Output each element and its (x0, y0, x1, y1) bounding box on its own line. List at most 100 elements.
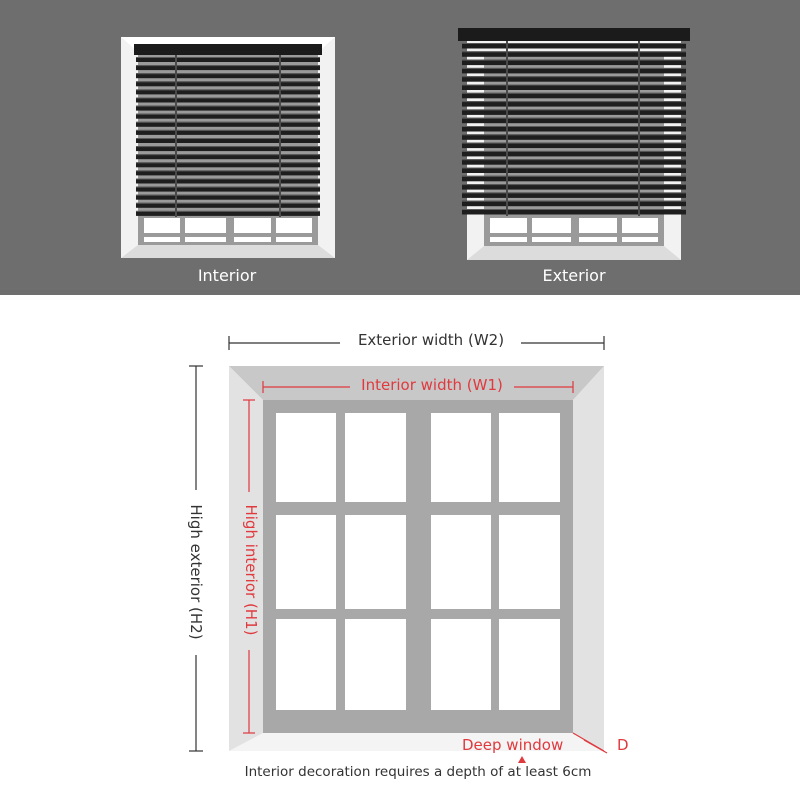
blind-slat-highlight (462, 184, 686, 186)
blind-slat-highlight (136, 146, 320, 148)
blind-slat-highlight (462, 159, 686, 161)
high-interior-label: High interior (H1) (242, 504, 260, 636)
blind-slat (136, 162, 320, 168)
blind-slat-highlight (136, 186, 320, 188)
blind-slat-highlight (462, 76, 686, 78)
high-exterior-dimension (189, 365, 203, 752)
blind-slat (136, 113, 320, 119)
interior-width-dimension (262, 381, 574, 393)
exterior-width-label: Exterior width (W2) (357, 331, 505, 349)
interior-blind-slats (136, 57, 320, 216)
blind-slat-highlight (462, 109, 686, 111)
blind-slat (136, 65, 320, 71)
deep-window-label: Deep window (462, 736, 564, 754)
blind-slat (136, 154, 320, 160)
blind-slat-highlight (136, 73, 320, 75)
blind-slat-highlight (462, 167, 686, 169)
blind-slat-highlight (462, 150, 686, 152)
interior-width-label: Interior width (W1) (361, 376, 503, 394)
blind-slat (136, 57, 320, 62)
blind-slat-highlight (136, 129, 320, 131)
blind-slat (462, 126, 686, 132)
exterior-width-dimension (228, 336, 605, 350)
blind-slat (462, 84, 686, 90)
blind-slat-highlight (462, 101, 686, 103)
blind-slat (136, 89, 320, 95)
blind-slat (462, 200, 686, 207)
blind-slat (136, 210, 320, 216)
blind-slat (136, 202, 320, 208)
window-pane (276, 515, 336, 609)
blind-slat-highlight (136, 97, 320, 99)
blind-slat-highlight (136, 121, 320, 123)
window-pane (431, 619, 491, 710)
blind-slat-highlight (462, 192, 686, 194)
window-pane (499, 515, 560, 609)
high-interior-dimension (243, 399, 255, 734)
blind-slat (136, 129, 320, 135)
blind-slat-highlight (136, 89, 320, 91)
interior-headrail (134, 44, 322, 55)
blind-slat-highlight (462, 43, 686, 44)
depth-requirement-note: Interior decoration requires a depth of … (244, 764, 592, 780)
blind-slat-highlight (136, 178, 320, 180)
recess-left-bevel (229, 366, 263, 751)
blind-slat (136, 146, 320, 152)
blind-slat-highlight (136, 105, 320, 107)
blind-slat (462, 51, 686, 57)
high-exterior-label: High exterior (H2) (187, 504, 205, 640)
blind-slat-highlight (136, 154, 320, 156)
blind-slat-highlight (136, 113, 320, 115)
blind-slat-highlight (136, 170, 320, 172)
window-panes (276, 413, 560, 710)
exterior-recess-bottom-bevel (467, 246, 681, 260)
blind-slat (462, 67, 686, 74)
interior-visible-mullions (144, 218, 312, 242)
blind-slat-highlight (462, 51, 686, 53)
exterior-window-frame (484, 55, 664, 246)
blind-slat-highlight (462, 67, 686, 69)
blind-slat-highlight (462, 59, 686, 61)
blind-slat-highlight (136, 65, 320, 67)
window-pane (345, 619, 406, 710)
blind-slat (136, 105, 320, 111)
blind-slat (462, 92, 686, 99)
depth-dimension (518, 732, 608, 763)
blind-slat-highlight (462, 209, 686, 210)
blind-slat (462, 192, 686, 198)
recess-sill (229, 733, 604, 751)
interior-ladder-strings (175, 55, 281, 217)
blind-slat (136, 73, 320, 79)
blind-slat (462, 76, 686, 82)
recess-right-bevel (573, 366, 604, 751)
blind-slat (462, 101, 686, 107)
blind-slat (462, 109, 686, 115)
blind-slat-highlight (462, 134, 686, 136)
blind-slat-highlight (462, 84, 686, 86)
interior-caption: Interior (197, 266, 257, 285)
blind-slat-highlight (136, 210, 320, 212)
blind-slat-highlight (462, 200, 686, 202)
blind-slat-highlight (462, 175, 686, 177)
window-pane (345, 515, 406, 609)
blind-slat (462, 117, 686, 124)
window-pane (276, 619, 336, 710)
blind-slat (136, 186, 320, 192)
blind-slat (462, 209, 686, 215)
depth-pointer-icon (518, 756, 526, 763)
exterior-headrail (458, 28, 690, 41)
blind-slat-highlight (462, 117, 686, 119)
blind-slat (136, 81, 320, 87)
blind-slat (462, 43, 686, 49)
blind-slat-highlight (462, 92, 686, 94)
window-pane (345, 413, 406, 502)
blind-slat (136, 194, 320, 200)
blind-slat-highlight (136, 162, 320, 164)
blind-slat (136, 178, 320, 184)
blind-slat (462, 134, 686, 140)
window-diagram (189, 336, 608, 763)
blind-slat (462, 184, 686, 190)
window-pane (499, 413, 560, 502)
blind-slat (462, 167, 686, 173)
